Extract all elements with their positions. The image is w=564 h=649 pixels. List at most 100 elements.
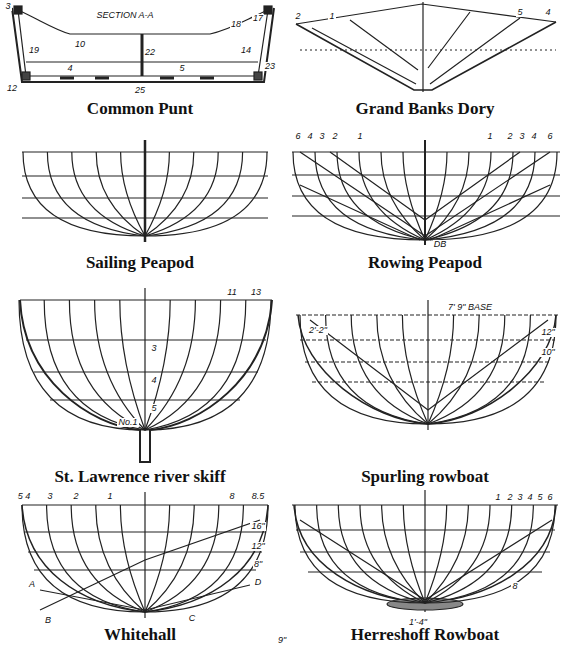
callout-number: 5: [178, 64, 185, 73]
callout-number: 3: [46, 492, 53, 501]
station-line: [425, 505, 533, 603]
station-line: [377, 315, 428, 424]
station-line: [120, 300, 145, 430]
station-line: [425, 152, 491, 240]
station-line: [145, 152, 169, 236]
callout-number: 3: [150, 344, 157, 353]
station-line: [145, 152, 267, 236]
station-line: [145, 300, 246, 430]
station-line: [96, 152, 145, 236]
station-line: [145, 505, 268, 612]
station-line: [145, 152, 194, 236]
callout-number: 9": [277, 636, 287, 645]
callout-number: 12": [250, 542, 265, 551]
callout-number: C: [188, 614, 197, 623]
station-line: [145, 505, 243, 612]
station-line: [22, 505, 145, 612]
station-line: [381, 152, 425, 240]
callout-number: 22: [144, 48, 156, 57]
station-line: [403, 505, 425, 603]
station-line: [145, 300, 195, 430]
callout-number: 1: [356, 132, 363, 141]
callout-number: 4: [150, 376, 157, 385]
callout-number: 5 4: [17, 492, 32, 501]
station-line: [428, 315, 505, 424]
callout-number: 8: [228, 492, 235, 501]
station-line: [47, 505, 145, 612]
boat-caption: Grand Banks Dory: [356, 100, 495, 117]
station-line: [403, 152, 425, 240]
station-line: [300, 315, 428, 424]
callout-number: 4: [526, 493, 533, 502]
station-line: [95, 300, 145, 430]
station-line: [145, 300, 271, 430]
callout-number: 4: [544, 8, 551, 17]
station-line: [69, 300, 145, 430]
callout-number: 17: [252, 14, 264, 23]
callout-number: 3: [518, 132, 525, 141]
callout-number: 1'-4": [408, 618, 428, 627]
boat-caption: Sailing Peapod: [86, 254, 194, 271]
station-line: [145, 300, 170, 430]
callout-number: SECTION A-A: [95, 11, 154, 20]
station-line: [425, 152, 447, 240]
callout-number: 2: [506, 493, 513, 502]
station-line: [425, 152, 557, 240]
station-line: [382, 505, 425, 603]
callout-number: 4: [66, 64, 73, 73]
callout-number: 3: [318, 132, 325, 141]
station-line: [338, 505, 425, 603]
callout-number: DB: [433, 240, 448, 249]
callout-number: 2: [331, 132, 338, 141]
station-line: [145, 300, 221, 430]
station-line: [145, 505, 219, 612]
callout-number: 8": [253, 560, 263, 569]
callout-number: 6: [294, 132, 301, 141]
station-line: [402, 315, 428, 424]
station-line: [428, 315, 556, 424]
callout-number: 4: [530, 132, 537, 141]
boat-caption: Whitehall: [104, 626, 176, 643]
station-line: [425, 152, 469, 240]
station-line: [360, 505, 425, 603]
station-line: [326, 315, 428, 424]
callout-number: 1: [494, 493, 501, 502]
callout-number: A: [28, 580, 36, 589]
station-line: [351, 315, 428, 424]
station-line: [44, 300, 145, 430]
station-line: [295, 505, 425, 603]
callout-number: 8: [511, 582, 518, 591]
station-line: [145, 152, 243, 236]
callout-number: 4: [306, 132, 313, 141]
station-line: [96, 505, 145, 612]
callout-number: 19: [28, 46, 40, 55]
callout-number: D: [254, 578, 263, 587]
station-line: [145, 152, 218, 236]
station-line: [317, 505, 425, 603]
callout-number: 5: [516, 8, 523, 17]
station-line: [71, 505, 145, 612]
callout-number: 13: [250, 288, 262, 297]
callout-number: 12": [540, 328, 555, 337]
station-line: [425, 505, 447, 603]
callout-number: 1: [486, 132, 493, 141]
station-line: [145, 505, 194, 612]
callout-number: 5: [150, 404, 157, 413]
boat-caption: St. Lawrence river skiff: [54, 468, 225, 485]
boat-caption: Herreshoff Rowboat: [351, 626, 499, 643]
callout-number: 18: [230, 20, 242, 29]
callout-number: 23: [264, 62, 276, 71]
callout-number: 11: [226, 288, 237, 297]
station-line: [425, 152, 535, 240]
boat-caption: Rowing Peapod: [368, 254, 482, 271]
station-line: [428, 315, 479, 424]
station-line: [293, 152, 425, 240]
callout-number: 5: [536, 493, 543, 502]
station-line: [425, 505, 512, 603]
boat-caption: Spurling rowboat: [361, 468, 489, 485]
callout-number: 6: [546, 132, 553, 141]
callout-number: 25: [134, 86, 146, 95]
callout-number: 3: [4, 2, 11, 11]
callout-number: 1: [328, 12, 335, 21]
